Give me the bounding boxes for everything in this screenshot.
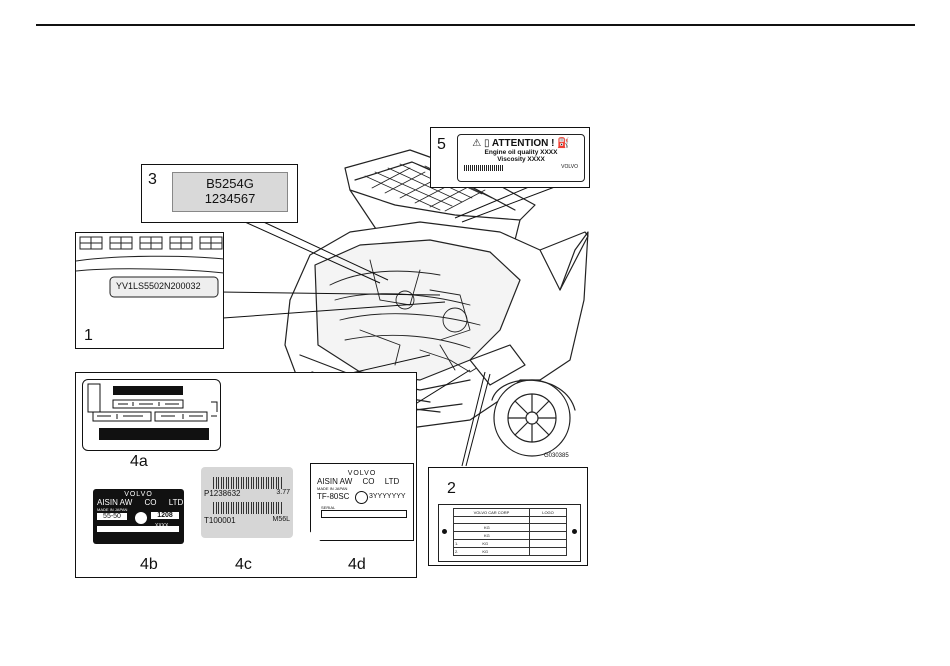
label-4b-model: 55-50 — [97, 513, 127, 520]
callout-4c: 4c — [235, 556, 252, 573]
callout-4b: 4b — [140, 556, 158, 573]
weight-plate: VOLVO CAR CORP LOGO KG KG 1. KG 2. KG — [438, 504, 581, 562]
oil-heading: ATTENTION ! — [491, 138, 555, 149]
callout-2: 2 — [447, 480, 456, 497]
top-rule — [36, 24, 915, 26]
label-4d-made: MADE IN JAPAN — [317, 486, 348, 491]
label-4c-barcode-bottom — [213, 502, 283, 514]
label-4c-part: P1238632 — [204, 489, 241, 498]
weight-unit-2: KG — [484, 533, 490, 538]
callout-4a: 4a — [130, 453, 148, 470]
vin-plate-illustration — [76, 236, 224, 298]
label-4b-dot-icon — [135, 512, 147, 524]
label-4c-plate: P1238632 3.77 T100001 M56L — [201, 467, 293, 538]
label-4d-circle-icon — [355, 491, 368, 504]
label-4d-plate: VOLVO AISIN AW CO LTD MADE IN JAPAN TF-8… — [310, 463, 414, 541]
weight-unit-4: KG — [482, 549, 489, 554]
weight-row1-prefix: 1. — [455, 541, 459, 546]
label-4d-co: CO — [362, 477, 375, 486]
label-4b-code2: XXXX — [155, 523, 169, 529]
weight-unit-1: KG — [484, 525, 490, 530]
label-4b-maker: AISIN AW — [97, 498, 133, 507]
oil-barcode — [464, 165, 504, 171]
callout-5: 5 — [437, 136, 446, 153]
weight-plate-hole-right — [572, 529, 577, 534]
label-4a-illustration — [87, 383, 218, 440]
label-4c-serial: T100001 — [204, 516, 236, 525]
label-4b-plate: VOLVO AISIN AW CO LTD MADE IN JAPAN 55-5… — [93, 489, 184, 544]
engine-plate: B5254G 1234567 — [172, 172, 288, 212]
engine-code: B5254G — [206, 176, 254, 191]
label-4b-code: 1208 — [151, 512, 179, 519]
book-icon: ▯ — [483, 138, 490, 149]
vin-number: YV1LS5502N200032 — [116, 281, 201, 291]
label-4b-made: MADE IN JAPAN — [97, 507, 128, 512]
label-4c-barcode-top — [213, 477, 283, 489]
figure-code: G030385 — [544, 453, 569, 459]
oil-can-icon: ⛽ — [557, 138, 570, 149]
label-4b-ltd: LTD — [168, 498, 184, 507]
weight-header-right: LOGO — [529, 508, 567, 517]
oil-viscosity-line: Viscosity XXXX — [497, 156, 545, 163]
callout-3: 3 — [148, 171, 157, 188]
label-4d-ltd: LTD — [384, 477, 400, 486]
oil-label-box: 5 ⚠ ▯ ATTENTION ! ⛽ Engine oil quality X… — [430, 127, 590, 188]
label-4d-brand: VOLVO — [347, 470, 377, 477]
weight-unit-3: KG — [482, 541, 489, 546]
label-4d-strip — [321, 510, 407, 518]
label-4c-rev: 3.77 — [276, 489, 290, 496]
transmission-labels-box: 4a VOLVO AISIN AW CO LTD MADE IN JAPAN 5… — [75, 372, 417, 578]
callout-4d: 4d — [348, 556, 366, 573]
oil-quality-line: Engine oil quality XXXX — [484, 149, 558, 156]
label-4c-suffix: M56L — [272, 516, 290, 523]
label-4d-serial-label: SERIAL — [321, 505, 336, 510]
oil-plate: ⚠ ▯ ATTENTION ! ⛽ Engine oil quality XXX… — [457, 134, 585, 182]
label-4d-model: TF-80SC — [317, 492, 350, 501]
label-4d-maker: AISIN AW — [317, 477, 353, 486]
weight-plate-hole-left — [442, 529, 447, 534]
weight-label-box: 2 VOLVO CAR CORP LOGO KG KG 1. KG 2. KG — [428, 467, 588, 566]
label-4d-serial: 3YYYYYYY — [369, 493, 406, 500]
oil-brand: VOLVO — [561, 164, 578, 170]
callout-1: 1 — [84, 327, 93, 344]
weight-row2-prefix: 2. — [455, 549, 459, 554]
label-4b-strip — [97, 526, 179, 532]
vin-label-box: YV1LS5502N200032 1 — [75, 232, 224, 349]
weight-table: VOLVO CAR CORP LOGO KG KG 1. KG 2. KG — [453, 508, 567, 556]
engine-number-label-box: 3 B5254G 1234567 — [141, 164, 298, 223]
label-4b-brand: VOLVO — [124, 491, 153, 498]
label-4b-co: CO — [144, 498, 157, 507]
engine-serial: 1234567 — [204, 191, 256, 206]
warning-triangle-icon: ⚠ — [472, 138, 482, 149]
label-4a-plate — [82, 379, 221, 451]
weight-header-left: VOLVO CAR CORP — [453, 508, 530, 517]
